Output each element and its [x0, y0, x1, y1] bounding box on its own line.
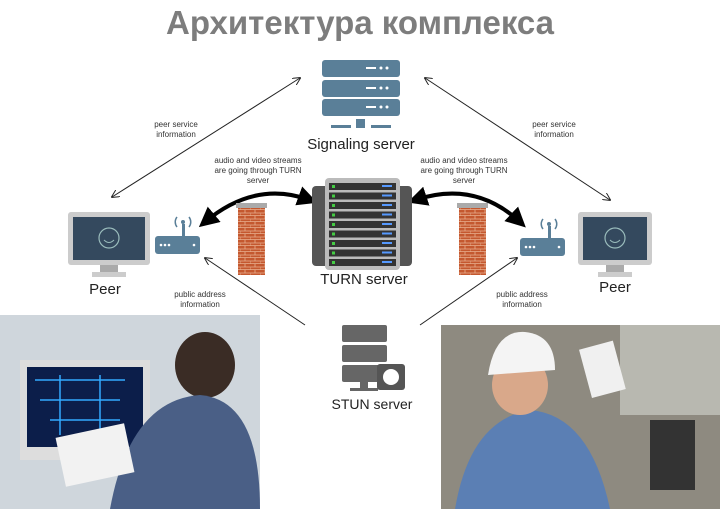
turn-rack-slot: [329, 202, 396, 209]
turn-rack-slot: [329, 259, 396, 266]
turn-rack-slot: [329, 249, 396, 257]
stun-server-label: STUN server: [331, 396, 413, 412]
turn-rack-led: [332, 185, 335, 188]
turn-rack-led: [332, 251, 335, 255]
peer-left-monitor-icon: [68, 212, 150, 277]
peer-right-monitor-icon: [578, 212, 652, 277]
turn-stream-arrow-left: [198, 186, 318, 228]
signaling-arrows: [112, 78, 610, 326]
turn-rack-slot: [329, 183, 396, 190]
turn-rack-led: [332, 194, 335, 198]
peer-info-right-note: peer service information: [532, 120, 576, 139]
turn-rack-indicator: [382, 232, 392, 235]
photo-worker-with-smart-glasses: [441, 325, 720, 509]
turn-rack-slot: [329, 240, 396, 247]
public-left-note: public address information: [174, 290, 226, 309]
turn-rack-led: [332, 204, 335, 207]
signaling-server-label: Signaling server: [307, 136, 415, 153]
turn-rack-slot: [329, 230, 396, 238]
router-right-icon: [520, 218, 565, 256]
turn-rack-slot: [329, 192, 396, 200]
signaling-server-icon: [322, 60, 400, 128]
turn-rack-led: [332, 242, 335, 245]
turn-rack-slot: [329, 221, 396, 228]
turn-rack-indicator: [382, 242, 392, 244]
turn-rack-led: [332, 213, 335, 217]
turn-rack-led: [332, 261, 335, 264]
streams-right-note: audio and video streams are going throug…: [420, 156, 508, 185]
turn-rack-led: [332, 223, 335, 226]
turn-rack-led: [332, 232, 335, 236]
stun-server-icon: [342, 325, 405, 391]
peer-info-left-note: peer service information: [154, 120, 198, 139]
peer-left-label: Peer: [89, 281, 121, 298]
turn-rack-indicator: [382, 251, 392, 254]
peer-right-label: Peer: [599, 279, 631, 296]
turn-server-icon: [312, 178, 412, 270]
turn-stream-arrow-right: [407, 186, 526, 228]
turn-server-label: TURN server: [320, 271, 408, 288]
turn-rack-indicator: [382, 204, 392, 206]
turn-rack-indicator: [382, 194, 392, 197]
photo-engineer-at-computer: [0, 315, 260, 509]
turn-rack-indicator: [382, 185, 392, 187]
turn-rack-slot: [329, 211, 396, 219]
router-left-icon: [155, 216, 200, 254]
turn-rack-indicator: [382, 223, 392, 225]
public-right-note: public address information: [496, 290, 548, 309]
turn-rack-indicator: [382, 261, 392, 263]
firewall-right: [457, 203, 488, 275]
firewall-left: [236, 203, 267, 275]
page-title: Архитектура комплекса: [165, 4, 555, 41]
streams-left-note: audio and video streams are going throug…: [214, 156, 302, 185]
turn-rack-indicator: [382, 213, 392, 216]
